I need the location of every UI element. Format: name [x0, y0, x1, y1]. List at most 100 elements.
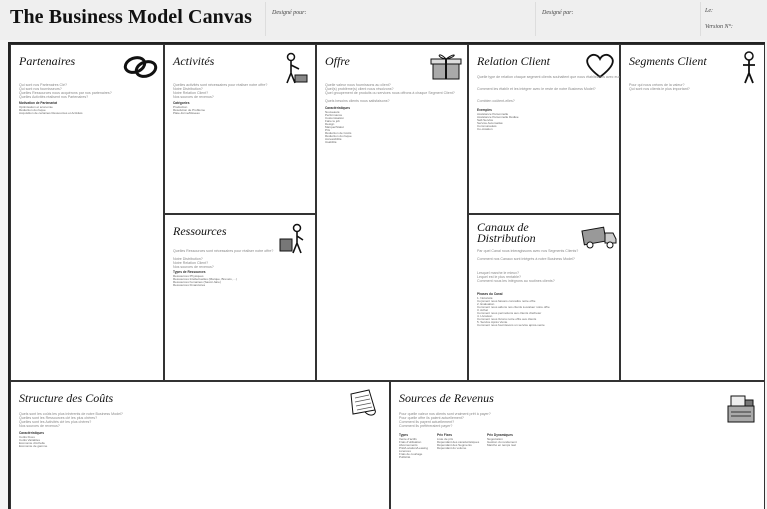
block-offer[interactable]: Offre Quelle valeur nous fournissons au …: [316, 44, 468, 381]
category-item: Usabilité: [325, 140, 337, 144]
block-cost-structure[interactable]: Structure des Coûts Quels sont les coûts…: [10, 381, 390, 509]
category-item: Assistance Personnelle: [477, 112, 509, 116]
phase-item: Comment nous aidons nos clients à évalue…: [477, 305, 550, 309]
question-1: Quelles Ressources sont nécessaires pour…: [173, 249, 274, 253]
category-title: Catégories: [173, 101, 190, 105]
category-item: Co-création: [477, 127, 493, 131]
block-title: Relation Client: [477, 54, 550, 68]
category-item: Communautés: [477, 124, 497, 128]
question-2: Qui sont nos fournisseurs?: [19, 87, 62, 91]
worker-icon: [286, 52, 308, 84]
category-item: Réduction du risque: [325, 134, 352, 138]
block-title-line-1: Canaux de: [477, 220, 529, 234]
fixed-price-item: Liste de prix: [437, 437, 454, 441]
block-customer-segments[interactable]: Segments Client Pour qui nous créons de …: [620, 44, 765, 381]
type-item: Publicité: [399, 455, 411, 459]
fixed-prices-title: Prix Fixes: [437, 433, 453, 437]
question-5: Comment nous les intégrons au routines c…: [477, 279, 555, 283]
category-item: Nouveauté: [325, 110, 340, 114]
dynamic-price-item: Gestion du rendement: [487, 440, 517, 444]
category-item: Faire le job: [325, 119, 340, 123]
fixed-price-item: Dépendant des Segments: [437, 443, 472, 447]
category-item: Economie d'échelle: [19, 441, 45, 445]
fixed-price-item: Dépendant du volume: [437, 446, 467, 450]
question-1: Pour quelle valeur nos clients sont vrai…: [399, 412, 491, 416]
block-title: Ressources: [173, 224, 227, 238]
type-item: Frais d'utilisation: [399, 440, 422, 444]
type-item: Prêt/Location/Leasing: [399, 446, 429, 450]
category-item: Réduction du risque: [19, 108, 46, 112]
category-item: Assistance Personnelle Dédiée: [477, 115, 519, 119]
question-3: Notre Relation Client?: [173, 261, 209, 265]
phase-item: Comment nous permettons aux clients d'ac…: [477, 311, 542, 315]
dynamic-price-item: Négociation: [487, 437, 503, 441]
question-4: Lequel est le plus rentable?: [477, 275, 521, 279]
question-2: Quelles sont les Ressources clé les plus…: [19, 416, 98, 420]
question-1: Pour qui nous créons de la valeur?: [629, 83, 685, 87]
block-revenue-streams[interactable]: Sources de Revenus Pour quelle valeur no…: [390, 381, 765, 509]
category-item: Acquisition de certaines Ressources et A…: [19, 111, 83, 115]
question-4: Comment ils préfèreraient payer?: [399, 424, 453, 428]
dynamic-prices-title: Prix Dynamiques: [487, 433, 513, 437]
category-item: Coûts Variables: [19, 438, 40, 442]
type-item: Abonnements: [399, 443, 418, 447]
type-item: Licences: [399, 449, 411, 453]
truck-icon: [581, 226, 617, 249]
dynamic-price-item: Marché en temps réel: [487, 443, 517, 447]
block-resources[interactable]: Ressources Quelles Ressources sont néces…: [164, 214, 316, 381]
question-3: Comment ils payent actuellement?: [399, 420, 455, 424]
chain-link-icon: [123, 56, 158, 78]
question-2: Qui sont nos clients le plus important?: [629, 87, 690, 91]
question-2: Pour quelle offre ils paient actuellemen…: [399, 416, 464, 420]
phase-item: Comment nous faisons connaître notre off…: [477, 299, 536, 303]
date-version-field[interactable]: Le: Version N°:: [700, 2, 766, 36]
phase-item: 2. Évaluation: [477, 302, 495, 306]
designed-for-label: Designé pour:: [272, 10, 307, 16]
category-title: Phases du Canal: [477, 292, 503, 296]
question-2: Comment nos Canaux sont intégrés à notre…: [477, 257, 575, 261]
phase-item: 5. Service Après Vente: [477, 320, 508, 324]
question-3: Notre Relation Client?: [173, 91, 209, 95]
category-item: Accessibilité: [325, 137, 342, 141]
category-item: Coûts Fixes: [19, 435, 35, 439]
question-2: Notre Distribution?: [173, 257, 203, 261]
question-4: Nos sources de revenus?: [173, 265, 214, 269]
category-item: Economie de gamme: [19, 444, 48, 448]
date-label: Le:: [705, 8, 713, 14]
person-icon: [743, 51, 755, 84]
question-4: Quelles Activités réalisent nos Partenai…: [19, 95, 89, 99]
block-title: Sources de Revenus: [399, 391, 494, 405]
block-title-line-2: Distribution: [477, 231, 536, 245]
block-title: Offre: [325, 54, 350, 68]
block-customer-relationship[interactable]: Relation Client Quelle type de relation …: [468, 44, 623, 214]
question-1: Quelle type de relation chaque segment c…: [477, 75, 623, 79]
category-item: Customisation: [325, 116, 345, 120]
designed-by-field[interactable]: Designé par:: [535, 2, 695, 36]
category-title: Motivation de Partenariat: [19, 101, 58, 105]
question-1: Qui sont nos Partenaires Clé?: [19, 83, 67, 87]
category-item: Ressources Physiques: [173, 274, 204, 278]
receipt-icon: [350, 389, 376, 416]
phase-item: 3. Achat: [477, 308, 488, 312]
category-title: Exemples: [477, 108, 492, 112]
category-item: Service Automatisé: [477, 121, 503, 125]
question-3: Quel groupement de produits ou services …: [325, 91, 455, 95]
designed-for-field[interactable]: Designé pour:: [265, 2, 530, 36]
block-partners[interactable]: Partenaires Qui sont nos Partenaires Clé…: [10, 44, 164, 381]
block-activities[interactable]: Activités Quelles activités sont nécessa…: [164, 44, 316, 214]
question-2: Notre Distribution?: [173, 87, 203, 91]
block-title: Structure des Coûts: [19, 391, 114, 405]
question-3: Quelles sont les Activités clé les plus …: [19, 420, 92, 424]
factory-worker-icon: [279, 223, 304, 254]
header-bar: The Business Model Canvas Designé pour: …: [0, 0, 767, 40]
question-2: Comment les établir et les intégrer avec…: [477, 87, 596, 91]
block-channels[interactable]: Canaux de Distribution Par quel Canal no…: [468, 214, 620, 381]
question-1: Quelle valeur nous fournissons au client…: [325, 83, 391, 87]
cash-register-icon: [727, 395, 755, 423]
category-item: Résolution de Problème: [173, 108, 206, 112]
category-title: Types de Ressources: [173, 270, 206, 274]
question-1: Quels sont les coûts les plus inhérents …: [19, 412, 123, 416]
category-item: Ressources humaines (Savoir-faire): [173, 280, 221, 284]
phase-item: 1. Notoriété: [477, 296, 493, 300]
question-3: Combien coûtent-elles?: [477, 99, 515, 103]
